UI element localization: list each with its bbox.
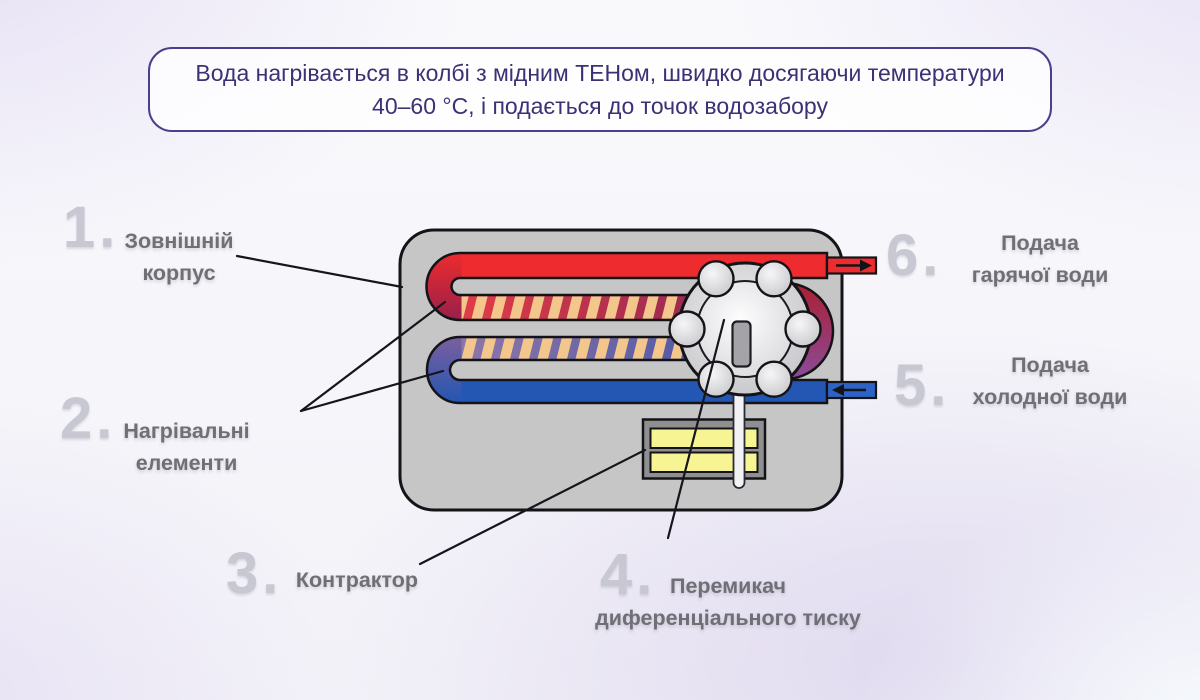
hot-pipe-outline	[425, 251, 829, 322]
callout-6-line2: гарячої води	[971, 263, 1109, 287]
pointer-line-outer-casing	[235, 254, 404, 289]
callout-4-line2: диференціального тиску	[595, 606, 861, 630]
pump-ball-left	[668, 310, 706, 348]
heating-element-1-coil	[461, 296, 730, 319]
pump-ball-top-right	[755, 260, 793, 298]
pump-ball-bottom-left	[697, 360, 735, 398]
pump-ball-right	[784, 310, 822, 348]
callout-6-line1: Подача	[1001, 231, 1079, 255]
callout-label-cold-water: Подача холодної води	[957, 349, 1143, 413]
pump-slot	[731, 320, 752, 368]
header-text-line1: Вода нагрівається в колбі з мідним ТЕНом…	[195, 59, 1005, 86]
pointer-line-pressure-switch	[666, 318, 726, 540]
callout-4-line1: Перемикач	[669, 574, 786, 598]
callout-number-3: 3.	[226, 541, 283, 606]
callout-number-4: 4.	[600, 542, 657, 607]
callout-label-contactor: Контрактор	[282, 564, 432, 596]
annotation-lines	[235, 254, 726, 566]
hot-water-flow-arrowhead	[860, 259, 872, 272]
callout-1-line1: Зовнішній	[124, 229, 234, 253]
contactor-bar-bottom	[649, 451, 759, 473]
callout-number-5: 5.	[894, 353, 951, 418]
pointer-line-heater-2	[299, 369, 445, 413]
pump-ball-top-left	[697, 260, 735, 298]
callout-label-hot-water: Подача гарячої води	[950, 227, 1130, 291]
callout-label-heating-elements: Нагрівальні елементи	[104, 415, 269, 479]
callout-number-1: 1.	[63, 195, 120, 260]
callout-number-6: 6.	[886, 223, 943, 288]
header-box: Вода нагрівається в колбі з мідним ТЕНом…	[148, 47, 1052, 132]
callout-number-2: 2.	[60, 386, 117, 451]
callout-5-line2: холодної води	[972, 385, 1128, 409]
contactor-bar-top	[649, 427, 759, 449]
callout-label-outer-casing: Зовнішній корпус	[104, 225, 254, 289]
callout-label-pressure-switch: Перемикач диференціального тиску	[578, 570, 878, 634]
callout-2-line2: елементи	[135, 451, 238, 475]
pump-ball-bottom-right	[755, 360, 793, 398]
callout-5-line1: Подача	[1011, 353, 1089, 377]
cold-pipe-outline	[425, 335, 829, 405]
pointer-line-contactor	[418, 448, 647, 566]
callout-1-line2: корпус	[142, 261, 216, 285]
header-text-line2: 40–60 °C, і подається до точок водозабор…	[372, 92, 828, 119]
cold-water-flow-arrowhead	[832, 384, 844, 396]
heating-element-2-coil	[461, 338, 730, 359]
callout-3-line1: Контрактор	[295, 568, 419, 592]
callout-2-line1: Нагрівальні	[123, 419, 250, 443]
pointer-line-heater-1	[299, 300, 447, 413]
